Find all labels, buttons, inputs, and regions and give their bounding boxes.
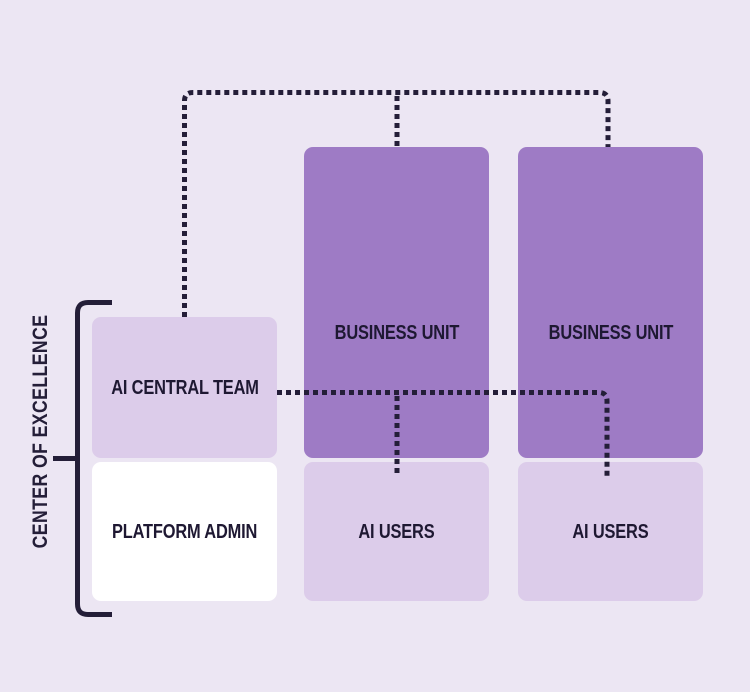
platform-admin-label: PLATFORM ADMIN bbox=[111, 520, 258, 543]
business-unit-2-label: BUSINESS UNIT bbox=[548, 322, 673, 344]
ai-central-team-label: AI CENTRAL TEAM bbox=[110, 376, 259, 399]
business-unit-2-box: BUSINESS UNIT bbox=[518, 147, 703, 458]
business-unit-1-label: BUSINESS UNIT bbox=[334, 322, 459, 344]
ai-users-1-box: AI USERS bbox=[304, 462, 489, 601]
ai-users-1-label: AI USERS bbox=[358, 520, 435, 543]
ai-central-team-box: AI CENTRAL TEAM bbox=[92, 317, 277, 458]
platform-admin-box: PLATFORM ADMIN bbox=[92, 462, 277, 601]
ai-users-2-box: AI USERS bbox=[518, 462, 703, 601]
center-of-excellence-label: CENTER OF EXCELLENCE bbox=[29, 314, 52, 549]
ai-users-2-label: AI USERS bbox=[572, 520, 649, 543]
business-unit-1-box: BUSINESS UNIT bbox=[304, 147, 489, 458]
